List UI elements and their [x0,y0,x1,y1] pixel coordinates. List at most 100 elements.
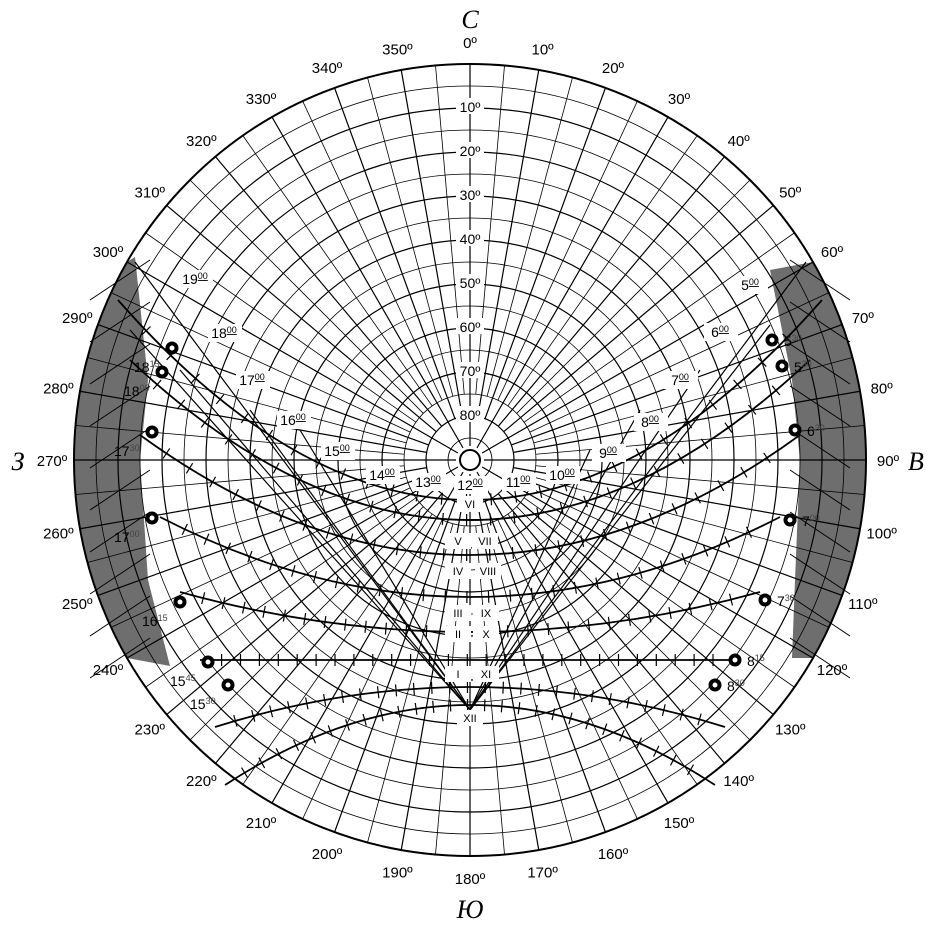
azimuth-radial [333,501,456,833]
azimuth-radial [484,501,607,833]
path-tick [440,492,443,505]
azimuth-label: 210º [246,815,277,832]
event-label: 700 [802,513,820,529]
path-tick [728,593,734,606]
azimuth-radial [535,425,865,455]
path-tick [724,536,731,548]
azimuth-radial [110,487,411,628]
altitude-label: 80º [460,407,481,423]
hour-line [134,261,471,711]
azimuth-radial [242,513,433,785]
altitude-label-bg [456,318,484,334]
path-tick [345,493,351,506]
path-tick [369,500,374,513]
path-tick [724,422,733,433]
azimuth-radial [533,357,853,444]
path-tick [648,512,655,525]
azimuth-radial [523,232,795,423]
path-tick [771,385,781,396]
path-tick [390,484,395,497]
event-label: 1815 [134,359,160,375]
path-tick [323,693,327,707]
path-tick [417,510,421,523]
path-tick [763,452,771,464]
azimuth-radial [110,292,411,433]
path-tick [782,333,792,343]
hour-label: 1600 [280,412,306,428]
hour-label-bg [546,466,580,484]
month-label: III [453,608,462,620]
path-tick [700,438,709,450]
path-tick [162,448,171,459]
path-tick [379,709,384,722]
event-label: 730 [777,593,795,609]
path-tick [757,357,767,367]
path-tick [511,546,515,560]
path-tick [290,444,298,456]
sun-event-marker-core [205,659,211,665]
path-tick [488,548,491,561]
path-tick [648,610,652,623]
path-tick [292,739,300,752]
path-tick [397,705,401,718]
altitude-label: 70º [460,363,481,379]
month-label-bg [445,563,471,579]
azimuth-radial [87,476,407,563]
path-tick [555,685,558,698]
altitude-label: 20º [460,143,481,159]
path-tick [412,682,415,695]
path-tick [677,453,685,464]
event-label: 815 [747,653,765,669]
azimuth-label: 110º [848,596,878,613]
path-tick [282,609,287,622]
path-tick [653,465,661,478]
altitude-label: 40º [460,231,481,247]
month-label-bg [473,626,499,642]
path-tick [608,693,612,706]
hour-label-bg [634,413,668,431]
sun-event-marker-core [779,363,785,369]
path-tick [201,592,206,605]
azimuth-radial [535,465,865,495]
path-tick [500,700,503,713]
hour-label-bg [321,442,355,460]
month-label: VIII [480,566,497,578]
path-tick [538,486,543,498]
altitude-label: 50º [460,275,481,291]
azimuth-radial [476,471,669,804]
hatch-line [89,637,151,679]
altitude-label-bg [456,142,484,158]
path-tick [225,542,231,555]
path-tick [537,683,540,696]
month-label-bg [473,666,499,682]
path-tick [209,476,217,488]
path-tick [681,553,687,565]
hour-label-bg [208,324,242,342]
hour-line [469,324,771,711]
azimuth-radial [486,523,573,843]
azimuth-label: 300º [93,244,124,261]
month-label: XI [481,669,491,681]
hour-label-bg [704,323,738,341]
hour-label: 500 [741,277,759,293]
path-tick [251,709,256,722]
path-tick [547,623,550,636]
azimuth-radial [477,503,540,851]
azimuth-radial [484,87,607,419]
hour-label: 1900 [182,271,208,287]
azimuth-label: 190º [382,865,413,882]
path-tick [181,523,188,535]
path-tick [325,526,331,539]
hatch-line [89,385,151,427]
event-label: 830 [727,678,745,694]
path-tick [585,717,590,730]
hour-line [179,369,471,711]
hour-label: 1000 [549,467,575,483]
path-tick [310,732,317,744]
zenith-marker [459,449,481,471]
azimuth-radial [476,116,669,449]
sun-event-marker-core [149,429,155,435]
sun-event-marker-core [225,682,231,688]
sun-event-marker-core [792,427,798,433]
path-tick [376,686,380,699]
